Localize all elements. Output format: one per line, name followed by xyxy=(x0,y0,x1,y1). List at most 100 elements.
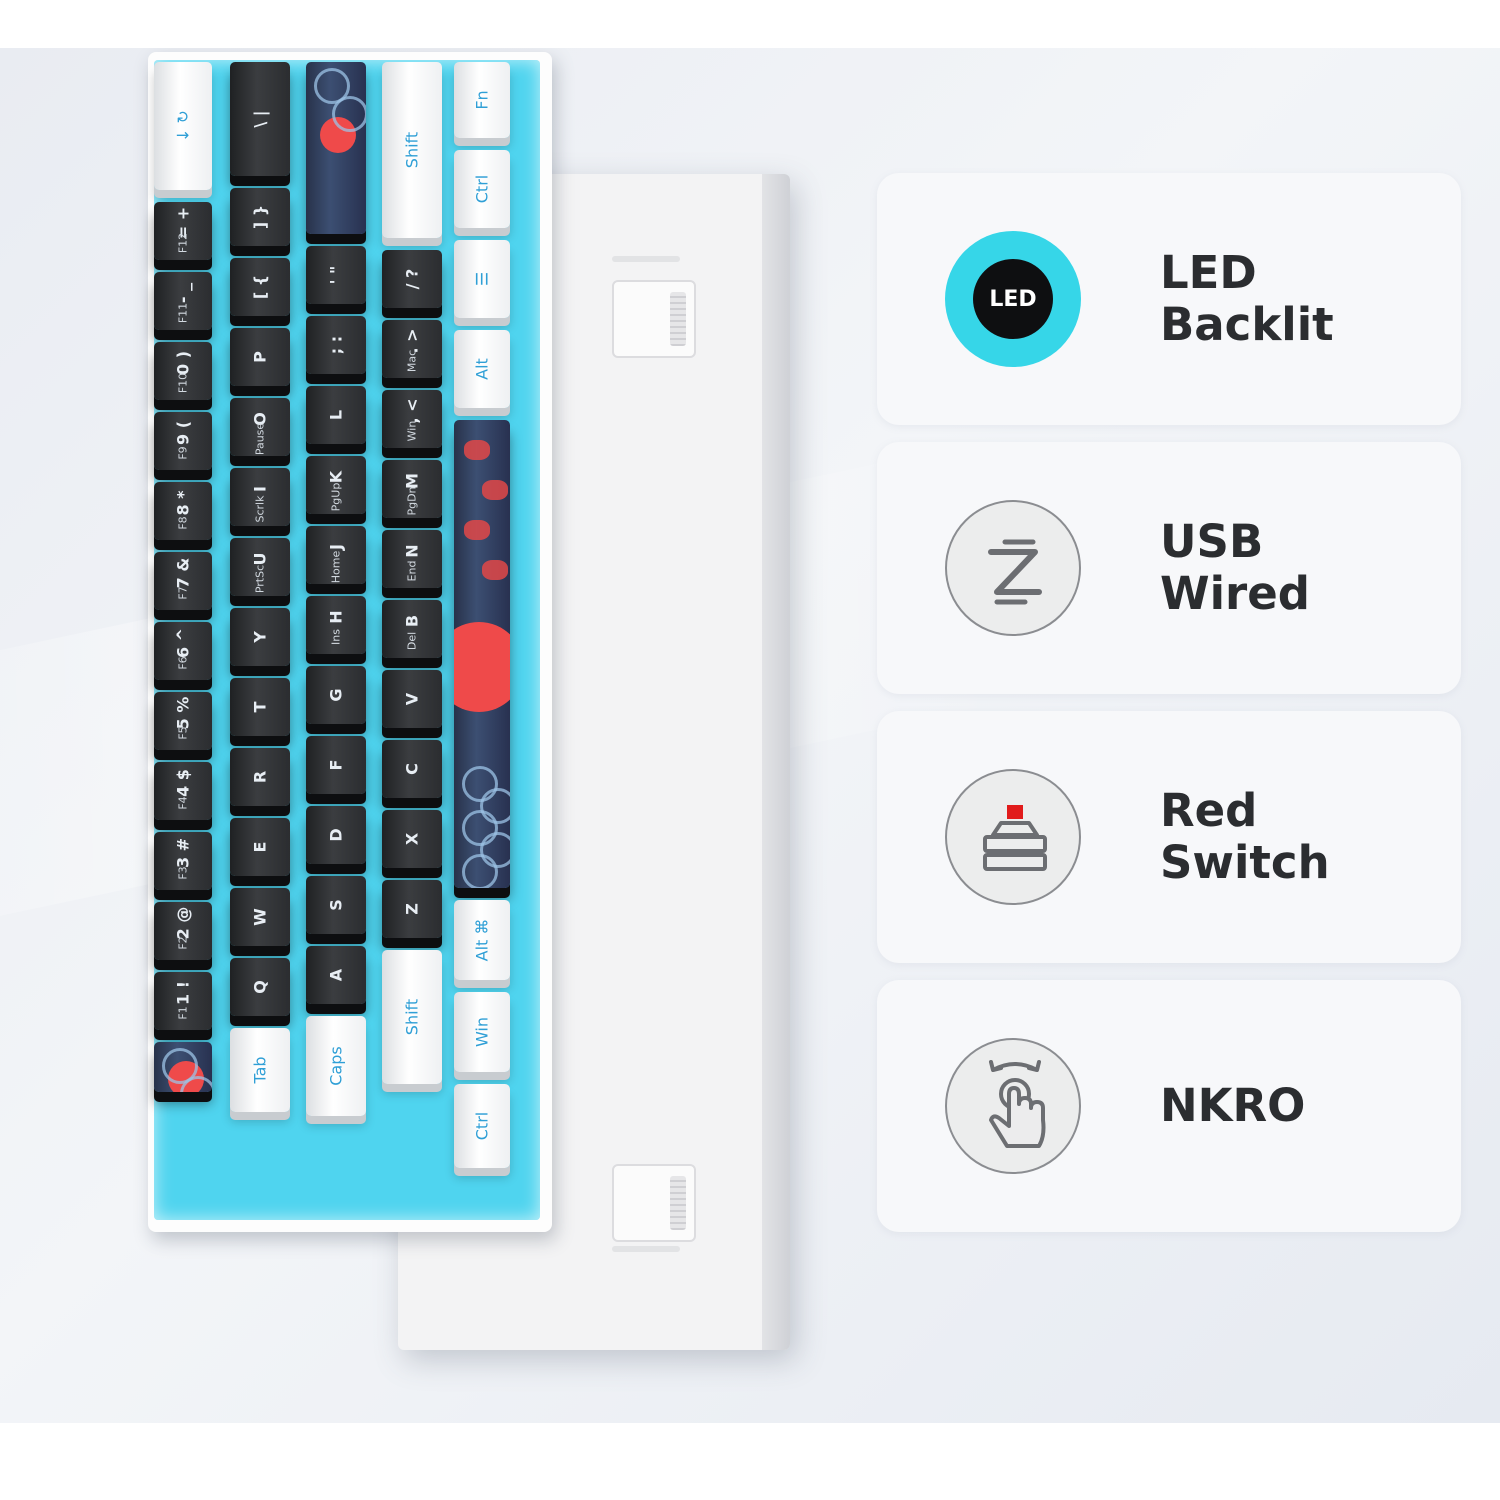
feature-title-line2: Wired xyxy=(1160,567,1310,620)
keycap[interactable]: ☰ xyxy=(454,240,510,318)
keycap-legend: E xyxy=(250,841,270,853)
keycap-legend: [ { xyxy=(250,274,270,300)
keycap-fn-legend: Win xyxy=(405,420,419,441)
keycap[interactable]: / ? xyxy=(382,250,442,308)
keycap[interactable]: \ | xyxy=(230,62,290,176)
keycap-fn-legend: F11 xyxy=(176,302,190,323)
artisan-keycap[interactable] xyxy=(454,420,510,888)
keycap[interactable]: 8 *F8 xyxy=(154,482,212,540)
keycap[interactable]: ] } xyxy=(230,188,290,246)
keycap[interactable]: Z xyxy=(382,880,442,938)
keycap[interactable]: Win xyxy=(454,992,510,1072)
keycap[interactable]: 4 $F4 xyxy=(154,762,212,820)
keycap[interactable]: . >Mac xyxy=(382,320,442,378)
keycap[interactable]: Q xyxy=(230,958,290,1016)
keycap[interactable]: 3 #F3 xyxy=(154,832,212,890)
keycap[interactable]: P xyxy=(230,328,290,386)
keycap[interactable]: 2 @F2 xyxy=(154,902,212,960)
keycap[interactable]: Shift xyxy=(382,62,442,238)
keycap[interactable]: F xyxy=(306,736,366,794)
wave-art xyxy=(162,1048,198,1084)
keycap[interactable]: Ctrl xyxy=(454,1084,510,1168)
keycap[interactable]: ; : xyxy=(306,316,366,374)
keycap-fn-legend: PrtSc xyxy=(253,564,267,593)
keycap-fn-legend: F8 xyxy=(176,515,190,530)
keycap-fn-legend: F3 xyxy=(176,865,190,880)
keycap-legend: ; : xyxy=(326,335,346,355)
keycap[interactable]: C xyxy=(382,740,442,798)
keycap[interactable]: Ctrl xyxy=(454,150,510,228)
keycap[interactable]: [ { xyxy=(230,258,290,316)
keycap-legend: ] } xyxy=(250,204,270,230)
keycap[interactable]: G xyxy=(306,666,366,724)
keycap-fn-legend: F7 xyxy=(176,585,190,600)
keycap-fn-legend: F10 xyxy=(176,372,190,393)
artisan-keycap[interactable] xyxy=(154,1042,212,1092)
artisan-keycap[interactable] xyxy=(306,62,366,234)
keycap-legend: Ctrl xyxy=(472,174,492,204)
red-sun-art xyxy=(454,621,510,712)
keycap-fn-legend: F12 xyxy=(176,232,190,253)
keycap[interactable]: E xyxy=(230,818,290,876)
keycap[interactable]: S xyxy=(306,876,366,934)
keycap[interactable]: V xyxy=(382,670,442,728)
keycap-fn-legend: Del xyxy=(405,631,419,650)
keycap[interactable]: ↓ ↻ xyxy=(154,62,212,190)
keycap-legend: P xyxy=(250,351,270,363)
keycap[interactable]: A xyxy=(306,946,366,1004)
keycap[interactable]: - _F11 xyxy=(154,272,212,330)
keycap[interactable]: L xyxy=(306,386,366,444)
keycap[interactable]: R xyxy=(230,748,290,806)
keycap[interactable]: Fn xyxy=(454,62,510,138)
keycap-legend: N xyxy=(402,544,422,558)
led-badge-text: LED xyxy=(973,259,1053,339)
led-badge-icon: LED xyxy=(945,231,1081,367)
keycap[interactable]: Tab xyxy=(230,1028,290,1112)
keycap[interactable]: T xyxy=(230,678,290,736)
keycap-legend: 4 $ xyxy=(173,768,193,797)
keycap-legend: Caps xyxy=(326,1046,346,1086)
keycap-legend: \ | xyxy=(250,110,270,128)
keycap[interactable]: 9 (F9 xyxy=(154,412,212,470)
product-background: ↓ ↻ = +F12 - _F11 0 )F10 9 (F9 8 *F8 7 &F7 6 ^F… xyxy=(0,48,1500,1423)
feature-title-line2: Backlit xyxy=(1160,298,1334,351)
keycap[interactable]: , <Win xyxy=(382,390,442,448)
keycap[interactable]: Alt xyxy=(454,330,510,408)
keycap[interactable]: W xyxy=(230,888,290,946)
keycap[interactable]: 6 ^F6 xyxy=(154,622,212,680)
keycap-legend: Shift xyxy=(402,998,422,1036)
keycap[interactable]: 7 &F7 xyxy=(154,552,212,610)
keycap[interactable]: D xyxy=(306,806,366,864)
keycap-legend: X xyxy=(402,832,422,846)
keycap[interactable]: Caps xyxy=(306,1016,366,1116)
keyboard-foot-top xyxy=(612,280,696,358)
keycap-fn-legend: Mac xyxy=(405,349,419,372)
keycap[interactable]: Y xyxy=(230,608,290,666)
keycap[interactable]: 5 %F5 xyxy=(154,692,212,750)
keycap[interactable]: X xyxy=(382,810,442,868)
keycap[interactable]: = +F12 xyxy=(154,202,212,260)
keycap-legend: W xyxy=(250,908,270,926)
keycap-fn-legend: Ins xyxy=(329,628,343,645)
keycap-legend: Q xyxy=(250,980,270,994)
keycap[interactable]: Shift xyxy=(382,950,442,1084)
keycap-legend: I xyxy=(250,485,270,492)
wave-art xyxy=(180,1076,212,1092)
keycap-legend: Fn xyxy=(472,90,492,110)
keycap[interactable]: 0 )F10 xyxy=(154,342,212,400)
keycap[interactable]: Alt ⌘ xyxy=(454,900,510,980)
keycap-fn-legend: F9 xyxy=(176,445,190,460)
keycap[interactable]: ' " xyxy=(306,246,366,304)
keycap[interactable]: 1 !F1 xyxy=(154,972,212,1030)
feature-title-line1: USB xyxy=(1160,515,1264,568)
wave-art xyxy=(332,96,366,132)
